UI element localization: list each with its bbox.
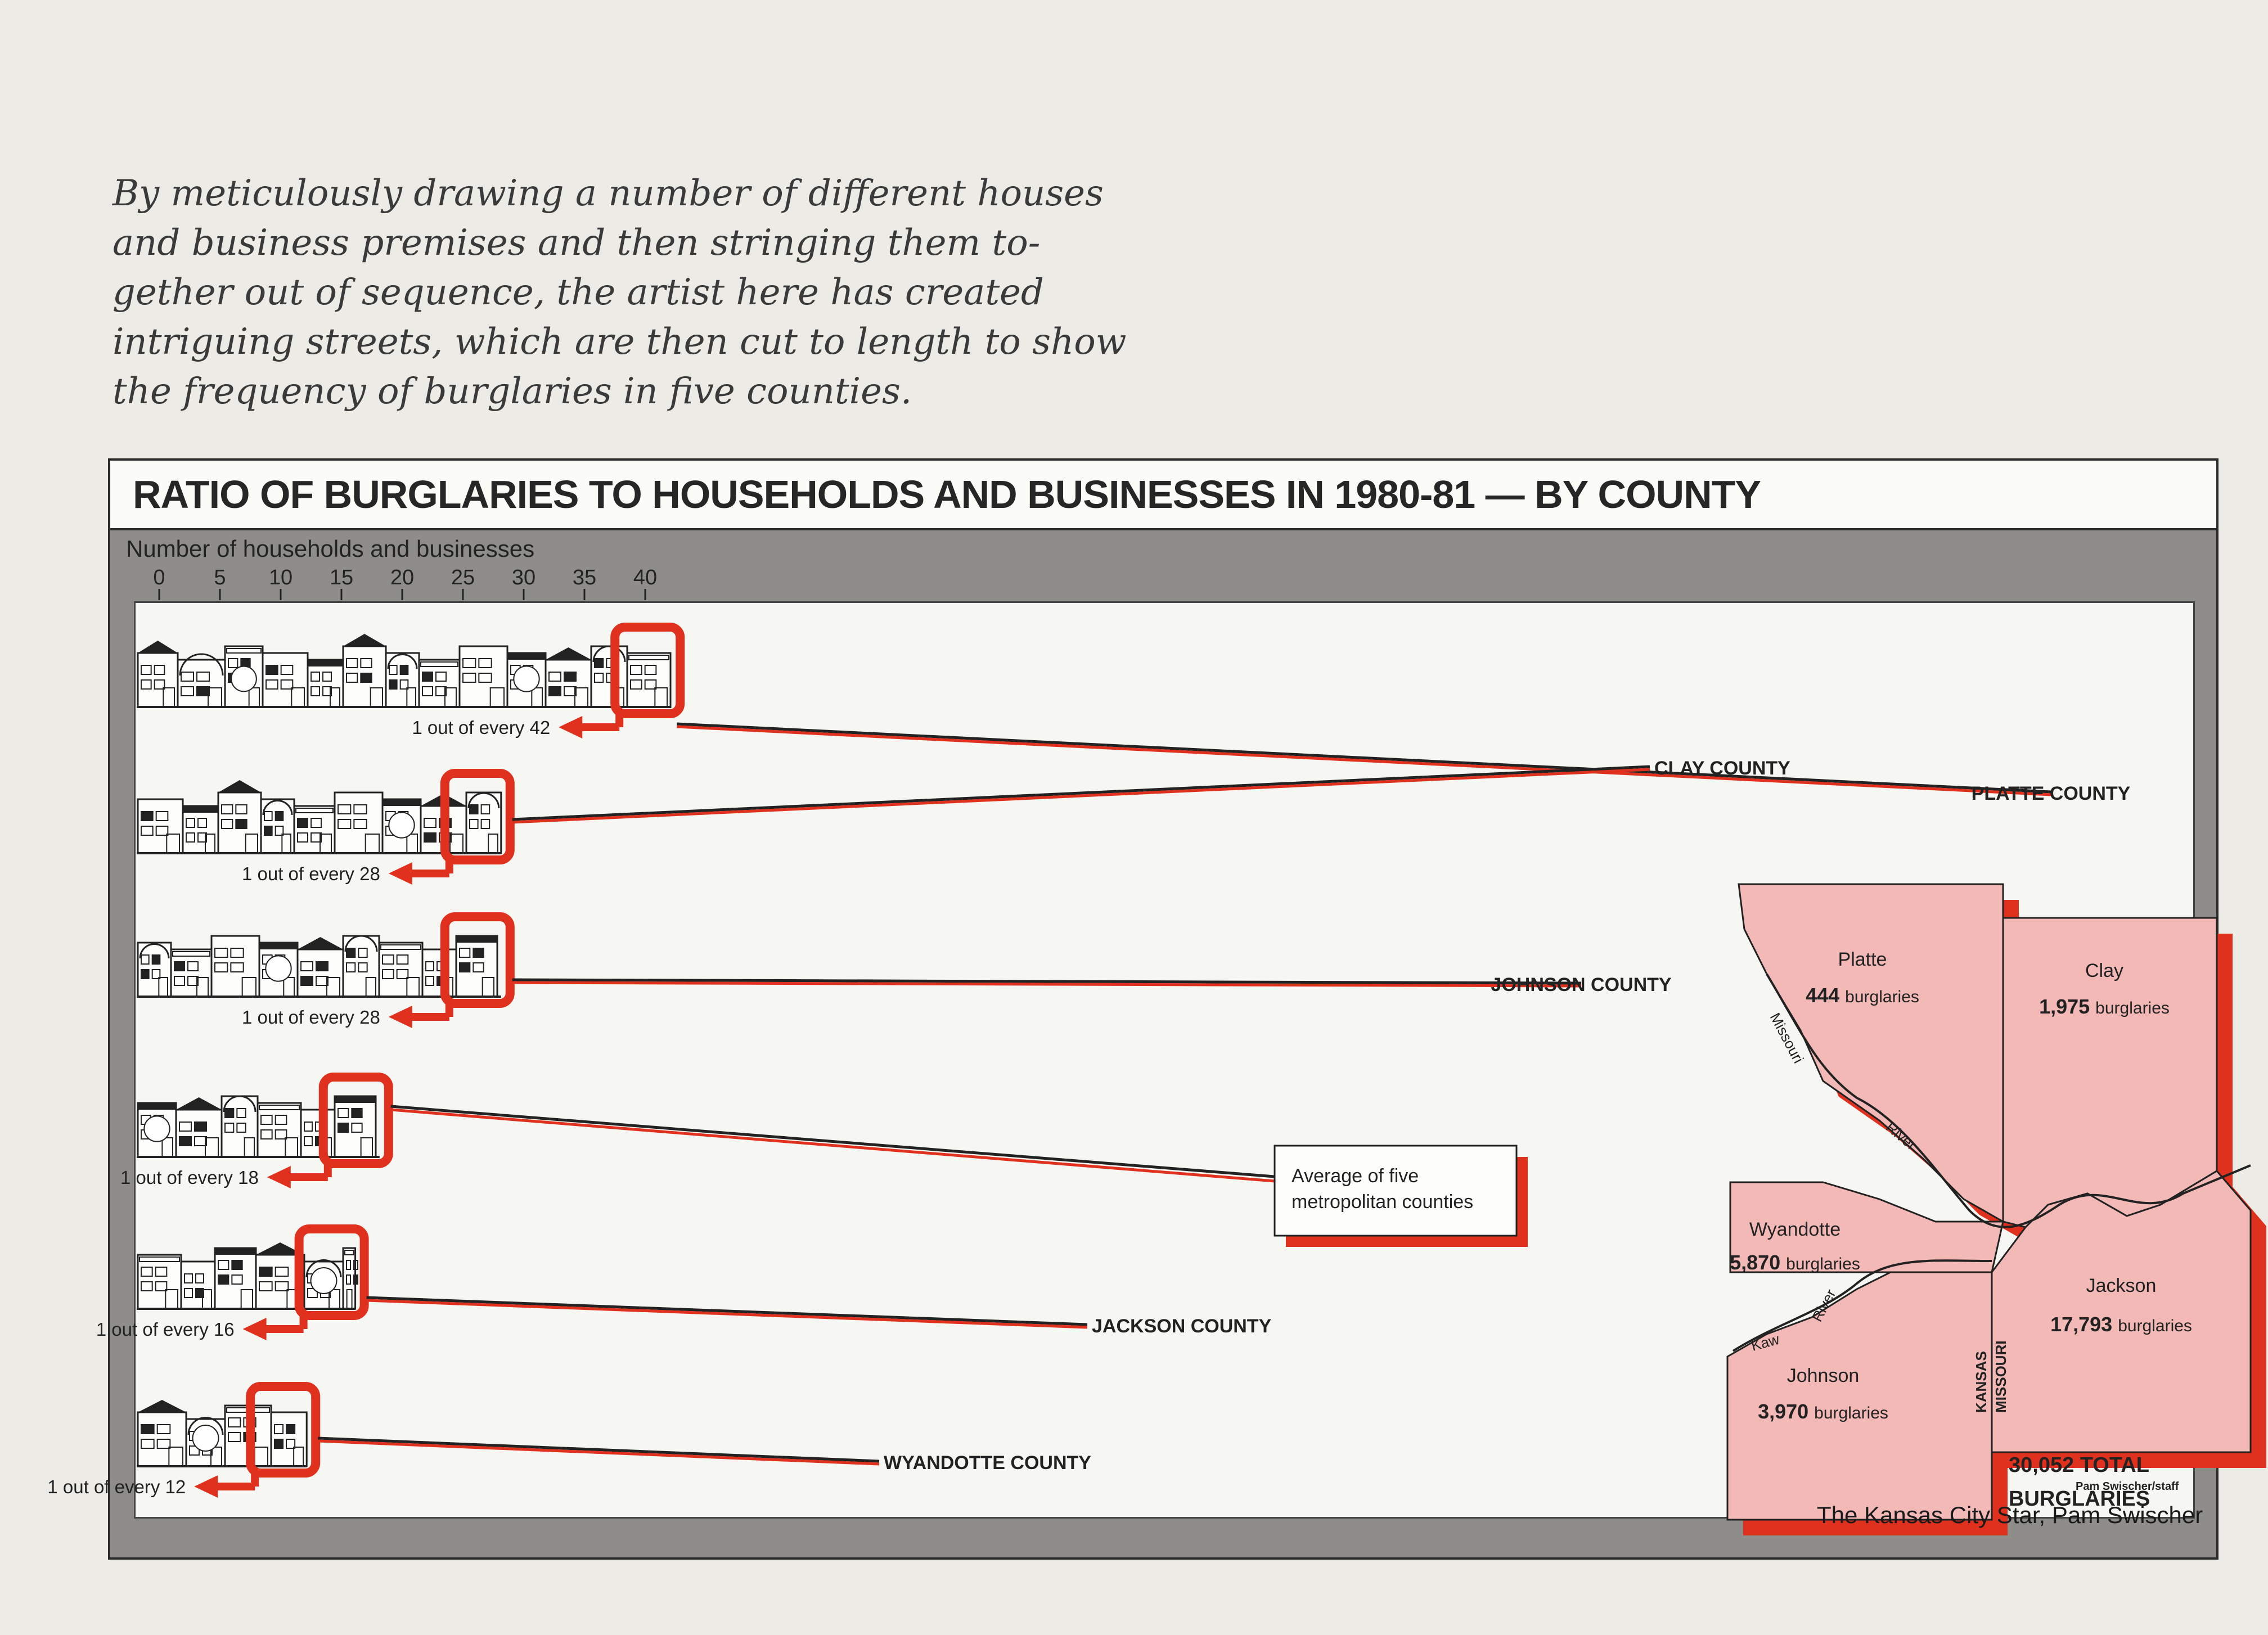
chart-frame: RATIO OF BURGLARIES TO HOUSEHOLDS AND BU… — [47, 458, 2266, 1560]
county-map: Platte 444 burglaries Clay 1,975 burglaries… — [1726, 883, 2266, 1535]
county-name: Wyandotte — [1749, 1219, 1840, 1240]
county-burglaries: 444 burglaries — [1806, 984, 1919, 1007]
county-johnson — [1726, 1271, 1993, 1521]
county-name: Platte — [1838, 949, 1887, 970]
county-label: WYANDOTTE COUNTY — [884, 1452, 1091, 1474]
leader-line-shadow — [677, 725, 2051, 796]
pointer-arrowhead — [388, 862, 412, 885]
highlight-box — [246, 1382, 321, 1478]
street-bar — [137, 1400, 308, 1467]
leader-line-shadow — [390, 1108, 1275, 1183]
axis-ticks: 0 5 10 15 20 25 30 35 40 — [153, 566, 657, 600]
pointer-arrowhead — [388, 1006, 412, 1028]
leader-line — [512, 765, 1650, 821]
x-tick-label: 30 — [512, 566, 536, 589]
street-bar — [137, 1242, 358, 1310]
leader-line — [390, 1105, 1275, 1178]
average-label: metropolitan counties — [1292, 1191, 1473, 1213]
staff-credit: Pam Swischer/staff — [2076, 1480, 2179, 1493]
county-label: CLAY COUNTY — [1654, 758, 1790, 779]
x-tick-label: 10 — [269, 566, 292, 589]
average-label: Average of five — [1292, 1165, 1419, 1187]
highlight-box — [610, 623, 685, 718]
x-tick-label: 0 — [153, 566, 165, 589]
ratio-label: 1 out of every 28 — [242, 863, 380, 884]
county-wyandotte — [1729, 1181, 2004, 1273]
county-platte — [1738, 883, 2004, 1223]
highlight-box — [294, 1224, 369, 1320]
county-burglaries: 1,975 burglaries — [2039, 995, 2170, 1018]
street-bar — [137, 1095, 380, 1158]
ratio-label: 1 out of every 42 — [412, 717, 550, 738]
county-name: Johnson — [1787, 1365, 1860, 1386]
source-line: The Kansas City Star, Pam Swischer — [1817, 1502, 2203, 1528]
leader-line — [318, 1436, 880, 1463]
county-burglaries: 17,793 burglaries — [2050, 1313, 2192, 1336]
highlight-box — [440, 769, 515, 864]
state-label: MISSOURI — [1992, 1340, 2009, 1413]
leader-line — [677, 722, 2051, 794]
average-box — [1274, 1145, 1518, 1237]
x-tick-label: 5 — [214, 566, 226, 589]
county-name: Clay — [2085, 960, 2123, 981]
pointer-arrowhead — [559, 716, 583, 738]
chart-panel: 1 out of every 42 1 out of every 28 1 out … — [47, 601, 2266, 1535]
axis-title: Number of households and businesses — [126, 535, 535, 562]
pointer-arrowhead — [194, 1475, 218, 1498]
ratio-label: 1 out of every 12 — [47, 1476, 186, 1497]
ratio-label: 1 out of every 16 — [96, 1319, 235, 1340]
x-tick-label: 35 — [573, 566, 596, 589]
ratio-label: 1 out of every 28 — [242, 1007, 380, 1028]
chart-title: RATIO OF BURGLARIES TO HOUSEHOLDS AND BU… — [133, 472, 1761, 516]
county-jackson — [1991, 1170, 2252, 1453]
leader-line-shadow — [512, 981, 1582, 988]
leader-line-shadow — [366, 1299, 1088, 1329]
leader-line-shadow — [512, 768, 1650, 824]
county-name: Jackson — [2086, 1275, 2157, 1296]
total-burglaries: BURGLARIES — [2009, 1487, 2150, 1511]
total-burglaries: 30,052 TOTAL — [2009, 1453, 2149, 1477]
pointer-arrowhead — [267, 1166, 291, 1188]
leader-line — [512, 978, 1582, 985]
intro-caption: By meticulously drawing a number of diff… — [112, 173, 1127, 412]
state-label: KANSAS — [1973, 1351, 1990, 1413]
county-burglaries: 5,870 burglaries — [1730, 1251, 1860, 1274]
kaw-river — [1732, 1259, 1992, 1352]
pointer-arrowhead — [242, 1318, 267, 1340]
county-label: PLATTE COUNTY — [1972, 783, 2131, 804]
highlight-box — [318, 1073, 393, 1168]
leader-line-shadow — [318, 1439, 880, 1466]
missouri-river — [1766, 973, 2251, 1228]
county-label: JOHNSON COUNTY — [1491, 974, 1671, 996]
street-bar — [137, 780, 502, 854]
street-bar — [137, 634, 672, 708]
leader-line — [366, 1296, 1088, 1326]
x-tick-label: 25 — [451, 566, 475, 589]
county-burglaries: 3,970 burglaries — [1758, 1400, 1888, 1423]
ratio-label: 1 out of every 18 — [120, 1167, 259, 1188]
x-tick-label: 20 — [390, 566, 414, 589]
x-tick-label: 15 — [330, 566, 353, 589]
title-bar: RATIO OF BURGLARIES TO HOUSEHOLDS AND BU… — [110, 461, 2216, 530]
x-tick-label: 40 — [633, 566, 657, 589]
street-chart: 1 out of every 42 1 out of every 28 1 out … — [47, 623, 2266, 1535]
highlight-box — [440, 912, 515, 1008]
street-bar — [137, 935, 501, 998]
county-label: JACKSON COUNTY — [1092, 1316, 1272, 1337]
